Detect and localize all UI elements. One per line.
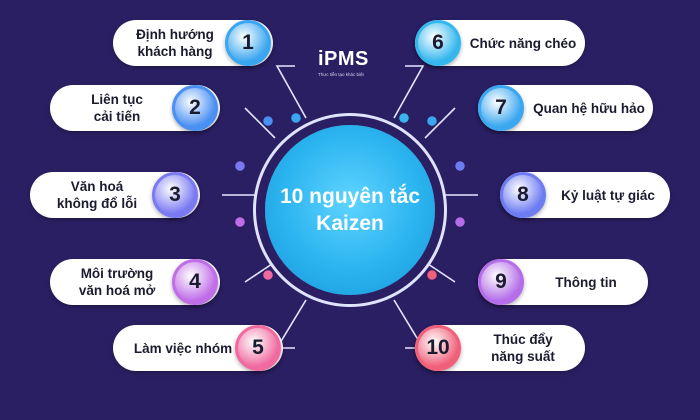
connector-line <box>424 261 456 283</box>
principle-label: Thông tin <box>555 274 617 290</box>
connector-line <box>275 65 307 119</box>
logo-mark: iPMS <box>318 48 369 70</box>
connector-dot <box>425 268 439 282</box>
connector-dot <box>233 215 247 229</box>
principle-card-1: Định hướng khách hàng 1 <box>113 20 273 66</box>
ipms-logo: iPMS Thực tiễn tạo khác biệt <box>318 48 398 82</box>
connector-line <box>424 107 456 139</box>
principle-number-badge: 9 <box>478 259 524 305</box>
connector-dot <box>261 268 275 282</box>
connector-dot <box>261 114 275 128</box>
connector-dot <box>397 111 411 125</box>
principle-label: Định hướng khách hàng <box>136 27 214 59</box>
principle-number-badge: 3 <box>152 172 198 218</box>
connector-dot <box>425 114 439 128</box>
connector-dot <box>453 159 467 173</box>
connector-line <box>244 261 276 283</box>
center-title: 10 nguyên tắc Kaizen <box>279 185 421 235</box>
principle-label: Môi trường văn hoá mở <box>78 266 156 298</box>
principle-label: Thúc đẩy năng suất <box>491 332 555 364</box>
principle-card-9: Thông tin 9 <box>478 259 648 305</box>
principle-card-3: Văn hoá không đổ lỗi 3 <box>30 172 200 218</box>
principle-label: Kỷ luật tự giác <box>561 187 655 203</box>
principle-label: Làm việc nhóm <box>133 340 233 356</box>
principle-label: Quan hệ hữu hảo <box>533 100 645 116</box>
principle-card-8: Kỷ luật tự giác 8 <box>500 172 670 218</box>
principle-number-badge: 5 <box>235 325 281 371</box>
principle-number-badge: 1 <box>225 20 271 66</box>
principle-card-10: Thúc đẩy năng suất 10 <box>415 325 585 371</box>
principle-card-7: Quan hệ hữu hảo 7 <box>478 85 653 131</box>
principle-number-badge: 8 <box>500 172 546 218</box>
principle-card-4: Môi trường văn hoá mở 4 <box>50 259 220 305</box>
connector-line <box>244 107 276 139</box>
center-circle: 10 nguyên tắc Kaizen <box>265 125 435 295</box>
principle-number-badge: 2 <box>172 85 218 131</box>
principle-number-badge: 4 <box>172 259 218 305</box>
connector-dot <box>453 215 467 229</box>
connector-dot <box>289 111 303 125</box>
principle-number-badge: 7 <box>478 85 524 131</box>
principle-number-badge: 10 <box>415 325 461 371</box>
principle-label: Liên tục cải tiến <box>91 92 143 124</box>
logo-tagline: Thực tiễn tạo khác biệt <box>318 72 364 77</box>
connector-line <box>393 65 425 119</box>
principle-card-2: Liên tục cải tiến 2 <box>50 85 220 131</box>
principle-number-badge: 6 <box>415 20 461 66</box>
principle-label: Chức năng chéo <box>469 35 577 51</box>
principle-card-6: Chức năng chéo 6 <box>415 20 585 66</box>
connector-dot <box>233 159 247 173</box>
principle-label: Văn hoá không đổ lỗi <box>56 179 138 211</box>
